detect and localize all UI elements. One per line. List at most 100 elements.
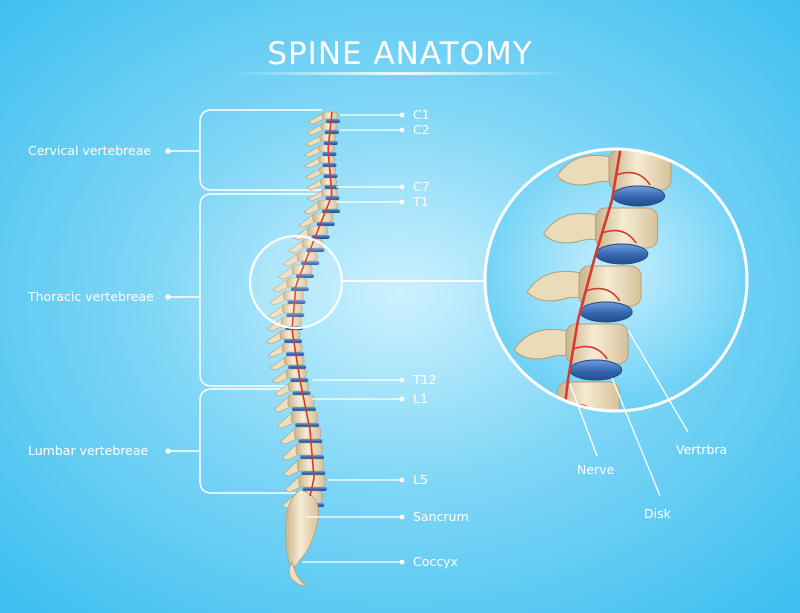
marker-c1: C1 [413,107,430,122]
detail-lines [569,329,689,497]
vertebra-process [305,179,323,191]
intervertebral-disk [287,300,306,304]
vertebra-process [284,476,301,493]
page-title: SPINE ANATOMY [267,36,532,72]
vertebra-process [304,135,322,147]
intervertebral-disk [324,130,339,134]
zoom-disk [612,185,666,207]
marker-c7: C7 [413,179,430,194]
cervical-bracket [199,109,322,191]
vertebra-process [276,412,294,429]
vertebra-process [307,113,325,125]
marker-l1: L1 [413,391,428,406]
vertebra-process [287,240,305,254]
zoom-nerve-branch [601,229,637,244]
vertebra-process [267,305,285,319]
intervertebral-disk [295,423,320,427]
magnifier-circle [248,234,344,330]
zoom-nerve-branch [572,345,608,360]
spine-column [265,111,340,587]
marker-coccyx: Coccyx [413,554,458,569]
vertebra-body [295,442,323,456]
intervertebral-disk [302,487,327,491]
vertebra-process [303,157,321,169]
vertebra-process [303,201,321,215]
vertebra-process [268,292,286,306]
marker-lines [302,114,400,563]
zoom-disk [595,243,649,265]
sacrum-bone [285,489,319,568]
zoom-nerve [562,149,624,411]
marker-l5: L5 [413,472,428,487]
vertebra-process [298,214,315,228]
region-brackets [170,109,322,494]
spinal-nerve [291,111,333,497]
title-underline [230,72,570,75]
vertebra-process [306,124,323,136]
vertebra-body [321,188,338,197]
zoom-nerve-branch [615,171,651,186]
region-dots [165,148,171,454]
zoom-circle [483,147,749,413]
vertebra-process [277,266,295,280]
vertebra-process [267,344,285,358]
vertebra-process [273,383,291,397]
vertebra-body [318,144,335,153]
intervertebral-disk [286,313,305,317]
intervertebral-disk [292,407,316,411]
vertebra-process [271,370,289,384]
vertebra-body [294,426,321,440]
detail-label-vertebra: Vertrbra [676,442,727,457]
detail-label-disk: Disk [644,506,672,521]
vertebra-process [282,460,300,477]
marker-c2: C2 [413,122,430,137]
intervertebral-disk [322,152,337,156]
vertebra-body [320,177,337,186]
region-label-thoracic: Thoracic vertebreae [27,289,154,304]
vertebra-body [279,329,301,340]
intervertebral-disk [326,119,340,123]
marker-dots [399,112,405,565]
vertebra-process [303,146,321,158]
vertebra-body [319,166,336,175]
vertebra-process [272,279,289,293]
coccyx-bone [288,560,308,587]
region-label-lumbar: Lumbar vertebreae [28,443,149,458]
vertebra-process [265,331,283,345]
vertebra-body [321,111,339,120]
vertebra-body [285,368,307,379]
intervertebral-disk [325,196,340,200]
zoom-disk [569,359,623,381]
intervertebral-disk [290,378,309,382]
vertebra-process [304,168,322,180]
vertebra-body [320,122,338,131]
marker-t12: T12 [412,372,437,387]
vertebra-process [269,357,287,371]
vertebra-process [273,396,291,413]
region-label-cervical: Cervical vertebreae [28,143,151,158]
vertebra-process [282,253,300,267]
vertebra-body [283,355,305,366]
vertebra-body [290,410,318,424]
lumbar-bracket [199,388,300,494]
vertebra-body [288,381,309,392]
marker-sacrum: Sancrum [413,509,469,524]
zoom-nerve-branch [585,287,621,302]
zoom-disk [579,301,633,323]
vertebra-process [306,190,324,202]
vertebra-body [287,394,315,408]
vertebra-body [318,155,335,164]
marker-t1: T1 [412,194,429,209]
detail-label-nerve: Nerve [577,462,615,477]
zoom-detail [513,149,672,411]
vertebra-body [281,342,303,353]
vertebra-process [281,444,299,461]
thoracic-bracket [199,193,318,387]
vertebra-process [266,318,284,332]
intervertebral-disk [292,391,311,395]
vertebra-process [279,428,297,445]
vertebra-body [297,458,324,472]
vertebra-body [319,133,336,142]
intervertebral-disk [323,141,338,145]
